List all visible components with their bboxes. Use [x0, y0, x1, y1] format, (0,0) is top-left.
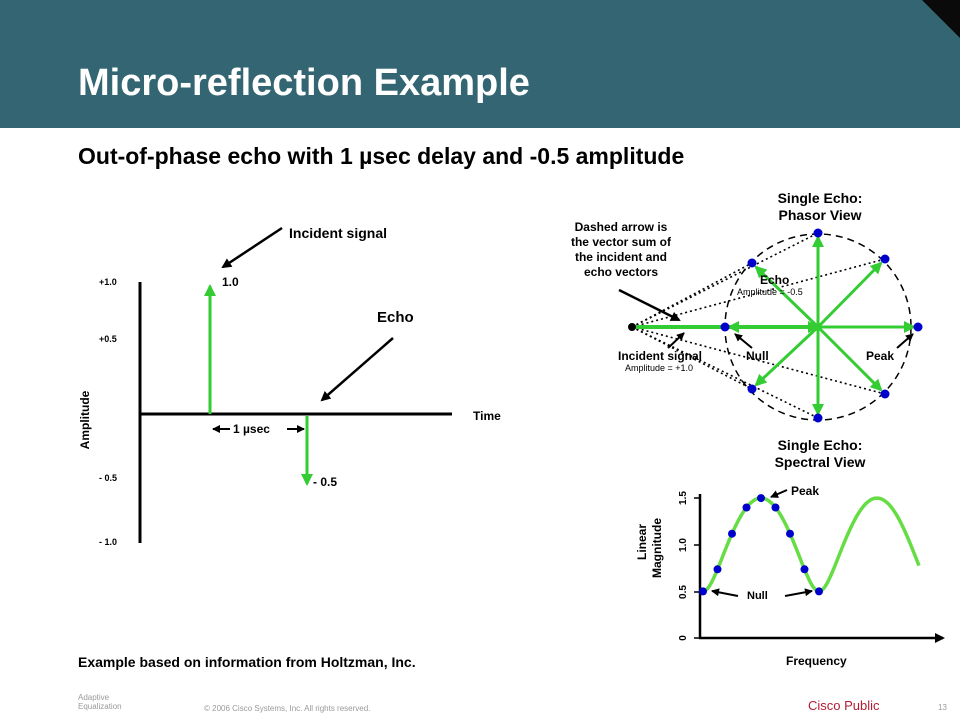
phasor-echo-label: Echo — [760, 273, 790, 287]
slide-subtitle: Out-of-phase echo with 1 µsec delay and … — [78, 143, 685, 169]
echo-label: Echo — [377, 309, 414, 326]
spectral-ylabel-line1: Linear — [635, 524, 649, 560]
echo-phasor — [816, 325, 883, 392]
spectral-ytick-label: 1.0 — [678, 538, 689, 552]
spectral-sample-point — [771, 503, 780, 512]
slide-title: Micro-reflection Example — [78, 62, 530, 104]
phasor-echo-amplitude: Amplitude = -0.5 — [737, 287, 803, 297]
spectral-chart — [694, 489, 945, 643]
phasor-incident-label: Incident signal — [618, 349, 703, 363]
spectral-sample-point — [757, 494, 765, 503]
y-tick-label: +1.0 — [99, 277, 117, 287]
null-right-pointer — [784, 588, 813, 597]
peak-pointer — [770, 489, 788, 498]
null-label-pointer — [734, 333, 753, 349]
incident-pointer — [221, 226, 283, 269]
spectral-x-label: Frequency — [786, 654, 847, 668]
spectral-title-line2: Spectral View — [774, 454, 866, 470]
sum-vector — [631, 326, 886, 395]
spectral-peak-label: Peak — [791, 484, 820, 498]
phasor-point — [813, 228, 823, 238]
spectral-ytick-label: 0 — [678, 635, 689, 641]
footer-page-number: 13 — [938, 703, 947, 712]
phasor-view-title: Single Echo: Phasor View — [740, 190, 900, 224]
echo-phasor — [754, 325, 820, 387]
time-axis-label: Time — [473, 409, 501, 423]
spectral-sample-point — [742, 503, 751, 512]
sum-vector — [631, 258, 886, 328]
phasor-title-line1: Single Echo: — [777, 190, 863, 206]
phasor-title-line2: Phasor View — [778, 207, 862, 223]
spectral-sample-point — [800, 565, 809, 574]
phasor-point — [913, 322, 923, 332]
phasor-point — [880, 254, 890, 264]
phasor-note: Dashed arrow is the vector sum of the in… — [548, 220, 694, 280]
spectral-ytick-label: 0.5 — [678, 585, 689, 599]
spectral-sample-point — [728, 529, 736, 538]
phasor-origin — [628, 323, 636, 331]
phasor-point — [747, 384, 757, 394]
phasor-peak-label: Peak — [866, 349, 895, 363]
phasor-note-line: the vector sum of — [570, 235, 672, 249]
spectral-magnitude-curve — [702, 496, 921, 594]
footer-copyright: © 2006 Cisco Systems, Inc. All rights re… — [204, 704, 371, 713]
phasor-note-line: the incident and — [574, 250, 667, 264]
null-left-pointer — [711, 588, 739, 597]
header-bar — [0, 0, 960, 128]
spectral-ytick-label: 1.5 — [678, 491, 689, 505]
echo-pointer — [320, 337, 394, 402]
echo-phasor — [816, 261, 883, 329]
spectral-sample-point — [713, 565, 722, 574]
spectral-null-label: Null — [747, 590, 768, 602]
phasor-diagram — [618, 228, 923, 423]
footer-section: Adaptive Equalization — [78, 693, 122, 711]
footer-section-line1: Adaptive — [78, 693, 110, 702]
incident-value-label: 1.0 — [222, 275, 239, 289]
phasor-note-line: Dashed arrow is — [574, 220, 668, 234]
echo-value-label: - 0.5 — [313, 475, 338, 489]
phasor-point — [720, 322, 730, 332]
incident-signal-label: Incident signal — [289, 225, 388, 241]
footer-classification: Cisco Public — [808, 698, 880, 713]
time-domain-diagram — [138, 226, 452, 543]
spectral-sample-point — [699, 587, 707, 596]
y-tick-label: - 1.0 — [99, 537, 118, 547]
spectral-sample-point — [786, 529, 794, 538]
delay-label: 1 µsec — [233, 422, 270, 436]
echo-phasor — [754, 265, 820, 329]
y-tick-label: +0.5 — [99, 334, 117, 344]
phasor-point — [813, 413, 823, 423]
incident-label-pointer — [667, 332, 685, 349]
footer-section-line2: Equalization — [78, 702, 122, 711]
phasor-note-line: echo vectors — [583, 265, 659, 279]
y-tick-label: - 0.5 — [99, 473, 118, 483]
peak-label-pointer — [896, 333, 914, 349]
spectral-sample-point — [815, 587, 823, 596]
phasor-point — [880, 389, 890, 399]
phasor-incident-amplitude: Amplitude = +1.0 — [625, 363, 694, 373]
amplitude-axis-label: Amplitude — [78, 390, 92, 449]
corner-decoration — [922, 0, 960, 38]
spectral-view-title: Single Echo: Spectral View — [740, 437, 900, 471]
note-pointer — [618, 288, 681, 322]
spectral-ylabel-line2: Magnitude — [650, 518, 664, 578]
phasor-point — [747, 258, 757, 268]
source-note: Example based on information from Holtzm… — [78, 654, 416, 670]
spectral-title-line1: Single Echo: — [777, 437, 863, 453]
phasor-null-label: Null — [746, 349, 769, 363]
